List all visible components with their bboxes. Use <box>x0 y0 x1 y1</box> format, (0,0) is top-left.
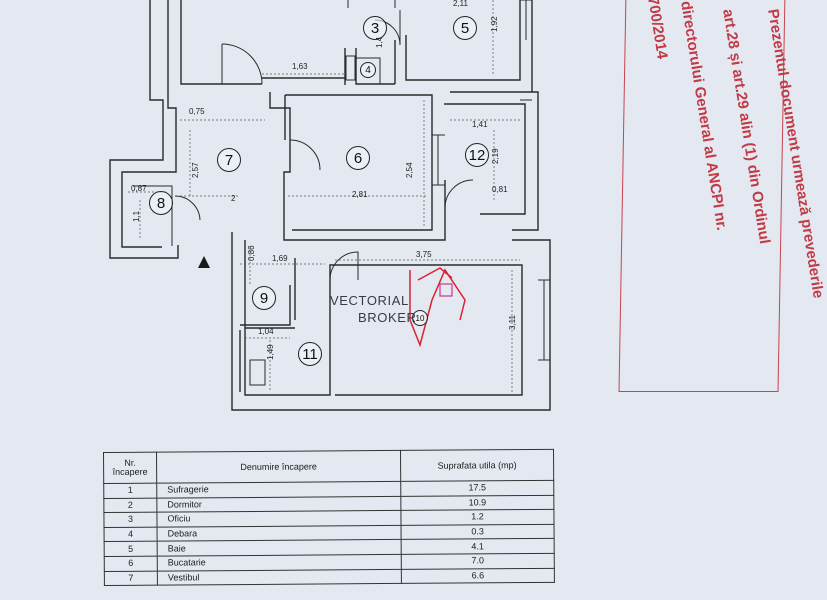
cell-area: 0.3 <box>401 524 555 540</box>
logo-mark-icon <box>409 267 466 348</box>
cell-nr: 6 <box>104 556 158 572</box>
dimension-label: 1,63 <box>292 62 308 71</box>
document-page: 3 4 5 6 7 8 9 10 11 12 1,63 2,11 1,92 1,… <box>103 0 827 586</box>
dimension-label: 1,49 <box>266 344 275 360</box>
dimension-label: 1,04 <box>258 327 274 336</box>
dimension-label: 0,87 <box>131 184 147 193</box>
room-number-3: 3 <box>363 16 387 40</box>
room-number-11: 11 <box>298 342 322 366</box>
dimension-label: 2,57 <box>191 162 200 178</box>
dimension-label: 0,75 <box>189 107 205 116</box>
cell-nr: 1 <box>103 483 157 499</box>
dimension-label: 1,1 <box>132 210 141 222</box>
dimension-label: 2,19 <box>491 148 500 164</box>
dimension-label: 1,92 <box>490 16 499 32</box>
dimension-label: 0,81 <box>492 185 508 194</box>
cell-nr: 7 <box>104 570 158 586</box>
cell-nr: 4 <box>104 526 158 542</box>
room-number-6: 6 <box>346 146 370 170</box>
dimension-label: 2 <box>231 194 236 203</box>
cell-area: 7.0 <box>401 553 555 569</box>
room-number-12: 12 <box>465 143 489 167</box>
cell-area: 4.1 <box>401 538 555 555</box>
watermark-line-1: VECTORIAL <box>330 293 409 308</box>
room-area-table: Nr. încapere Denumire încapere Suprafata… <box>103 449 555 586</box>
dimension-label: 2,11 <box>453 0 468 8</box>
table-row: 7 Vestibul 6.6 <box>104 567 555 586</box>
north-arrow-icon <box>198 256 210 268</box>
dimension-label: 0,86 <box>247 245 256 261</box>
room-number-7: 7 <box>217 148 241 172</box>
dimension-label: 3,11 <box>508 315 517 330</box>
cell-area: 17.5 <box>400 480 554 497</box>
watermark-line-2: BROKER <box>358 310 417 325</box>
dimension-label: 1,69 <box>272 254 288 263</box>
cell-nr: 2 <box>103 497 157 513</box>
column-header-denumire: Denumire încapere <box>156 450 401 484</box>
floor-plan <box>109 0 551 411</box>
cell-name: Vestibul <box>157 568 402 586</box>
cell-area: 6.6 <box>401 567 555 584</box>
dimension-label: 2,81 <box>352 190 368 199</box>
table-header-row: Nr. încapere Denumire încapere Suprafata… <box>103 449 554 484</box>
column-header-nr: Nr. încapere <box>103 452 157 484</box>
column-header-suprafata: Suprafata utila (mp) <box>400 449 554 482</box>
dimension-label: 1,4 <box>375 36 384 48</box>
dimension-label: 2,54 <box>405 162 414 178</box>
room-number-8: 8 <box>149 191 173 215</box>
cell-area: 1.2 <box>400 509 555 526</box>
cell-area: 10.9 <box>400 494 554 511</box>
room-number-5: 5 <box>453 16 477 40</box>
cell-nr: 5 <box>104 541 158 557</box>
dimension-label: 3,75 <box>416 250 432 259</box>
room-number-4: 4 <box>360 62 376 78</box>
cell-nr: 3 <box>103 512 158 528</box>
room-number-9: 9 <box>252 286 276 310</box>
room-number-10: 10 <box>412 310 428 326</box>
dimension-label: 1,41 <box>472 120 488 129</box>
